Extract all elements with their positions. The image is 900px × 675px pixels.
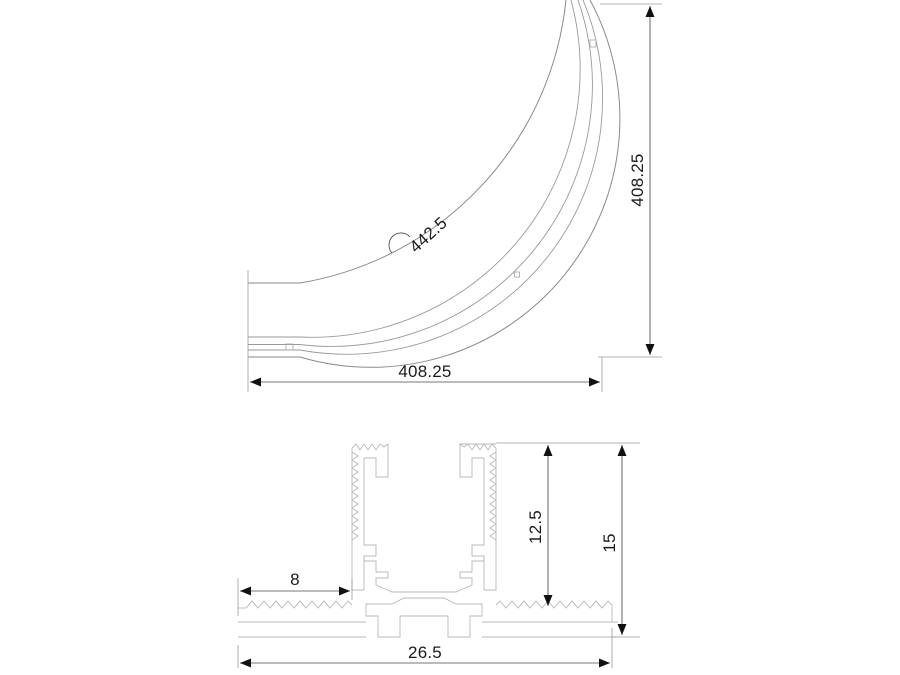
- top-view-extension-lines: [247, 3, 662, 392]
- left-flange-serration: [245, 600, 353, 609]
- dimension-flange-offset: 8: [240, 570, 350, 596]
- arc-channel-line-2: [248, 0, 604, 355]
- inner-channel-profile: [363, 545, 485, 593]
- left-wall-serration: [351, 451, 359, 545]
- section-marker-left: [285, 343, 294, 351]
- dim-label-top-width: 408.25: [398, 362, 451, 381]
- arc-wall-inner: [248, 0, 581, 338]
- dimension-top-view-width: 408.25: [250, 362, 600, 387]
- dim-label-overall-width: 26.5: [408, 643, 442, 662]
- dimension-inner-height: 12.5: [526, 445, 553, 606]
- right-wall-outline: [459, 443, 497, 591]
- arc-length-icon: [388, 232, 411, 254]
- section-marker-top: [589, 39, 597, 48]
- arc-channel-line-1: [248, 0, 593, 347]
- dimension-overall-height: 15: [600, 445, 627, 635]
- dimension-overall-width: 26.5: [240, 643, 610, 668]
- right-wall-serration: [489, 451, 497, 545]
- section-view-geometry: [238, 443, 618, 638]
- dim-label-overall-height: 15: [600, 533, 619, 552]
- dim-label-top-height: 408.25: [628, 153, 647, 206]
- right-flange-serration: [495, 600, 613, 609]
- dim-label-flange-offset: 8: [290, 570, 300, 589]
- section-view-extension-lines: [237, 442, 640, 668]
- dimension-top-view-height: 408.25: [628, 6, 655, 355]
- left-wall-outline: [351, 443, 389, 591]
- dim-label-inner-height: 12.5: [526, 510, 545, 544]
- arc-outer-edge: [248, 0, 567, 284]
- base-centre-profile: [365, 597, 483, 638]
- top-view-geometry: [248, 0, 621, 368]
- arc-inner-edge: [248, 0, 621, 368]
- section-marker-mid: [514, 271, 520, 278]
